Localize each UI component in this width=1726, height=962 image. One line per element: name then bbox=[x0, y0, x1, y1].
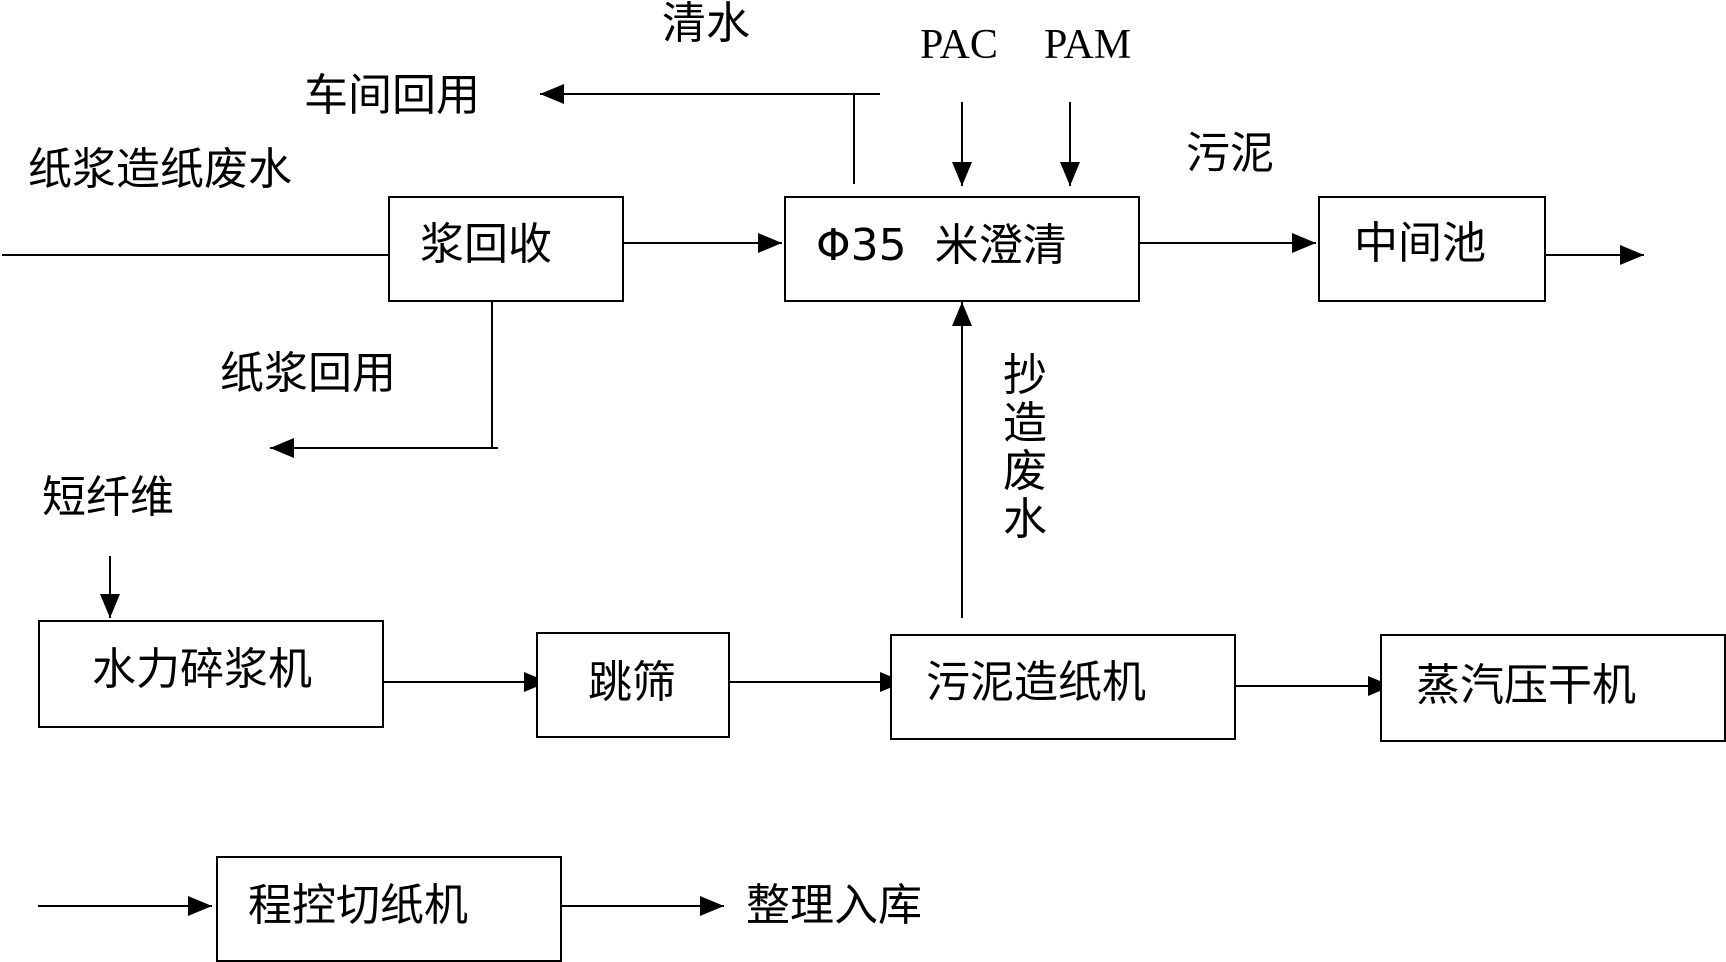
arrowhead-workshop-reuse bbox=[540, 84, 564, 104]
pulp-recovery-box: 浆回收 bbox=[388, 196, 624, 302]
intermediate-tank-box: 中间池 bbox=[1318, 196, 1546, 302]
intermediate-tank-label: 中间池 bbox=[1354, 218, 1486, 269]
arrowhead-cutter-out bbox=[700, 896, 724, 916]
pulp-recovery-label: 浆回收 bbox=[420, 219, 552, 270]
clarifier-box: Φ35 米澄清 bbox=[784, 196, 1140, 302]
cutter-box: 程控切纸机 bbox=[216, 856, 562, 962]
workshop-reuse-label: 车间回用 bbox=[304, 70, 480, 121]
arrowhead-pulp-reuse bbox=[270, 438, 294, 458]
short-fiber-label: 短纤维 bbox=[42, 472, 174, 523]
steam-dryer-box: 蒸汽压干机 bbox=[1380, 634, 1726, 742]
pam-label: PAM bbox=[1044, 22, 1132, 68]
sludge-paper-machine-box: 污泥造纸机 bbox=[890, 634, 1236, 740]
pulp-reuse-label: 纸浆回用 bbox=[220, 348, 396, 399]
jump-screen-label: 跳筛 bbox=[588, 657, 676, 708]
hydrapulper-box: 水力碎浆机 bbox=[38, 620, 384, 728]
arrowhead-wastewater-return bbox=[952, 302, 972, 326]
arrowhead-cutter-in bbox=[188, 896, 212, 916]
wastewater-input-label: 纸浆造纸废水 bbox=[28, 144, 292, 195]
cutter-label: 程控切纸机 bbox=[248, 880, 468, 931]
clarifier-label: Φ35 米澄清 bbox=[816, 220, 1067, 271]
arrowhead-clarifier-to-tank bbox=[1292, 233, 1316, 253]
finishing-storage-label: 整理入库 bbox=[746, 880, 922, 931]
arrowhead-pam bbox=[1060, 162, 1080, 186]
clear-water-label: 清水 bbox=[662, 0, 750, 49]
arrowhead-pac bbox=[952, 162, 972, 186]
papermaking-wastewater-label: 抄造废水 bbox=[1003, 350, 1047, 545]
sludge-label: 污泥 bbox=[1186, 128, 1274, 179]
arrowhead-recovery-to-clarifier bbox=[758, 233, 782, 253]
arrowhead-tank-out bbox=[1620, 245, 1644, 265]
hydrapulper-label: 水力碎浆机 bbox=[92, 644, 312, 695]
steam-dryer-label: 蒸汽压干机 bbox=[1416, 660, 1636, 711]
jump-screen-box: 跳筛 bbox=[536, 632, 730, 738]
pac-label: PAC bbox=[920, 22, 998, 68]
sludge-paper-machine-label: 污泥造纸机 bbox=[926, 657, 1146, 708]
arrowhead-short-fiber bbox=[100, 594, 120, 618]
